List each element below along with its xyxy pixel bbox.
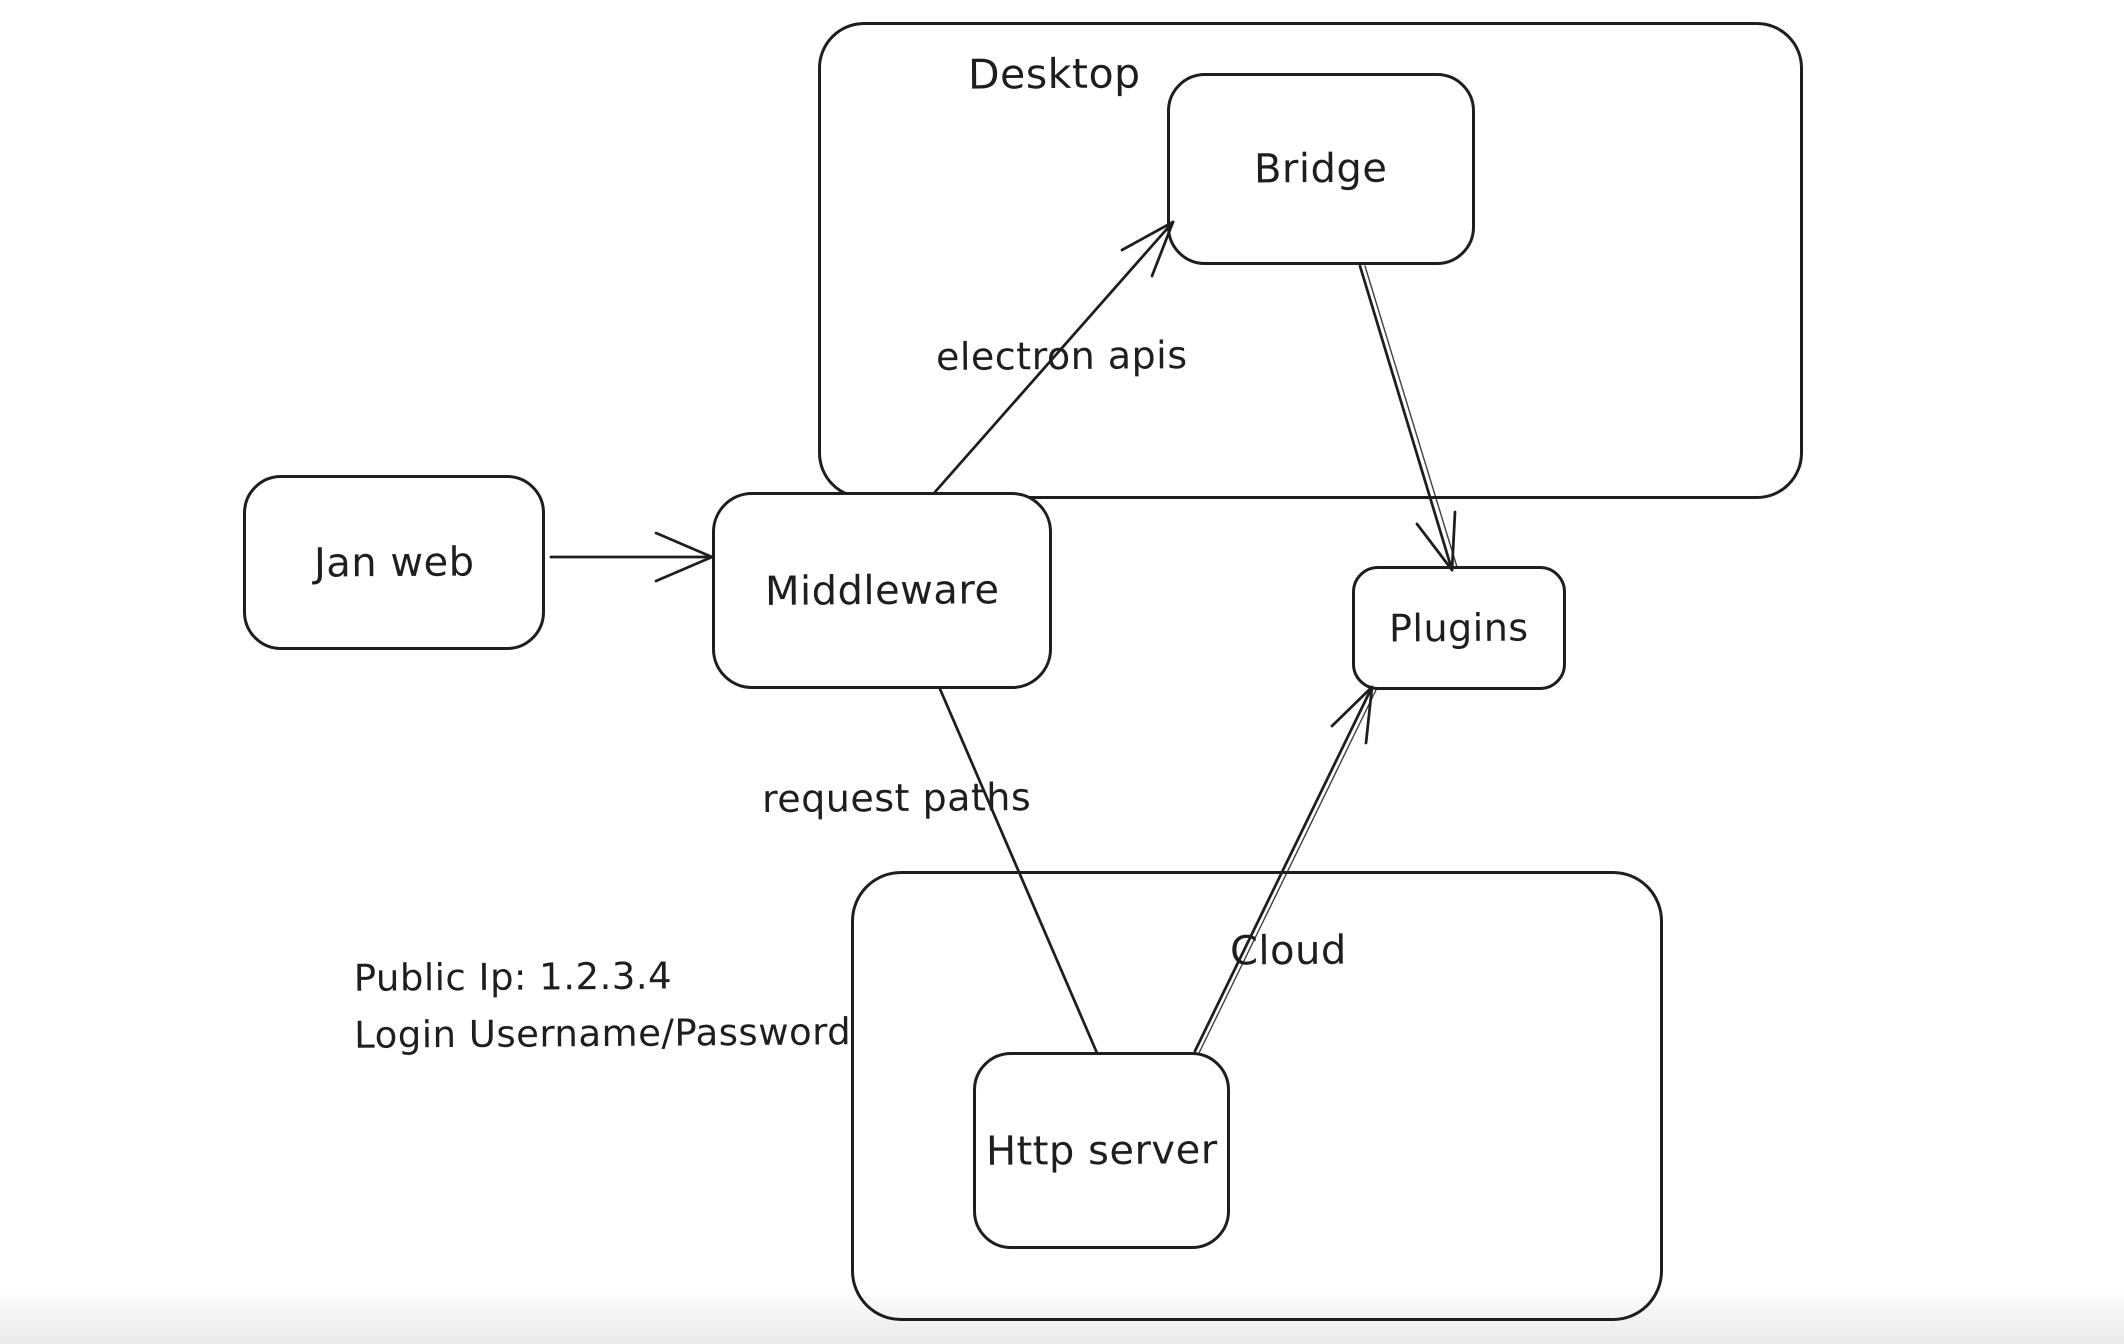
middleware-node-label: Middleware — [764, 566, 1000, 615]
edge-label-request-paths[interactable]: request paths — [761, 775, 1032, 821]
desktop-container-label[interactable]: Desktop — [967, 49, 1141, 99]
http-server-node[interactable]: Http server — [973, 1052, 1230, 1249]
annotation-text-block[interactable]: Public Ip: 1.2.3.4 Login Username/Passwo… — [354, 946, 852, 1063]
bridge-node-label: Bridge — [1254, 145, 1388, 193]
plugins-node-label: Plugins — [1389, 605, 1529, 651]
annotation-public-ip: Public Ip: 1.2.3.4 — [353, 954, 673, 1000]
jan-web-node[interactable]: Jan web — [243, 475, 545, 650]
http-server-node-label: Http server — [985, 1126, 1218, 1175]
edge-label-electron-apis[interactable]: electron apis — [935, 333, 1188, 379]
cloud-container-label[interactable]: Cloud — [1229, 927, 1347, 975]
plugins-node[interactable]: Plugins — [1352, 566, 1566, 690]
arrow-jan-web-to-middleware[interactable] — [549, 531, 714, 583]
bridge-node[interactable]: Bridge — [1167, 73, 1475, 265]
middleware-node[interactable]: Middleware — [712, 492, 1052, 689]
annotation-login: Login Username/Password — [354, 1010, 852, 1057]
jan-web-node-label: Jan web — [313, 538, 475, 587]
